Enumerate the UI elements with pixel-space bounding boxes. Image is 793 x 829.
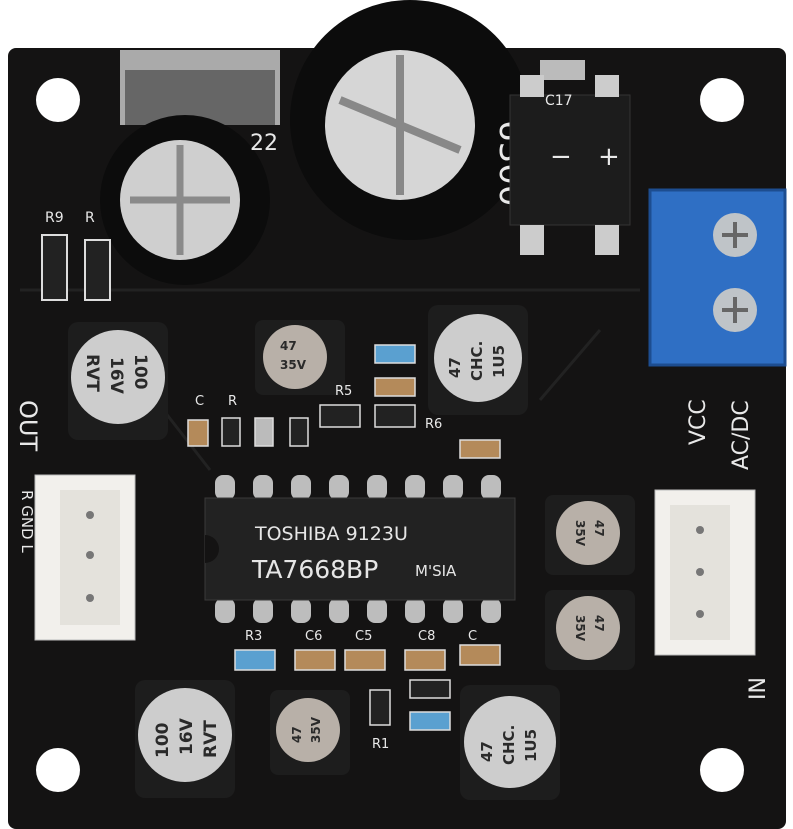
ic-pins: [215, 475, 501, 623]
label-r3: R3: [245, 629, 262, 644]
label-plus: +: [598, 142, 620, 172]
label-r: R: [85, 210, 95, 226]
capacitor-marking: 47: [592, 615, 606, 632]
label-r9: R9: [45, 210, 64, 226]
resistor: [84, 239, 111, 301]
label-c5: C5: [355, 629, 372, 644]
capacitor-47uf-bottom: 47 CHC. 1U5: [460, 685, 560, 800]
screw-terminal[interactable]: [648, 188, 787, 367]
label-r1: R1: [372, 737, 389, 752]
capacitor-marking: 1U5: [490, 345, 508, 378]
ic-ta7668bp: TOSHIBA 9123U TA7668BP M'SIA: [204, 497, 516, 601]
label-c: C: [195, 394, 204, 409]
label-acdc: AC/DC: [729, 400, 754, 470]
label-r: R: [228, 394, 237, 409]
output-connector[interactable]: [34, 474, 136, 641]
label-out: OUT: [14, 400, 42, 451]
capacitor-marking: 100: [130, 354, 150, 390]
label-c17: C17: [545, 93, 573, 109]
label-minus: −: [550, 142, 572, 172]
capacitor-marking: 1U5: [522, 729, 540, 762]
capacitor-small-2: 47 35V: [545, 495, 635, 575]
capacitor-small-4: 47 35V: [270, 690, 350, 775]
capacitor-marking: 47: [290, 726, 304, 743]
capacitor-marking: 16V: [177, 717, 197, 755]
capacitor-marking: 47: [592, 520, 606, 537]
capacitor-marking: 35V: [573, 615, 587, 642]
capacitor-marking: 35V: [280, 358, 307, 372]
smd-components: [187, 344, 501, 731]
capacitor-marking: 35V: [573, 520, 587, 547]
input-connector[interactable]: [654, 489, 756, 656]
resistor: [41, 234, 68, 301]
capacitor-47uf-top: 47 CHC. 1U5: [428, 305, 528, 415]
ic-marking-line1: TOSHIBA 9123U: [254, 523, 408, 545]
label-out-pins: R GND L: [18, 490, 36, 553]
capacitor-marking: 16V: [106, 357, 126, 395]
label-c6: C6: [305, 629, 322, 644]
capacitor-100uf-left: 100 16V RVT: [68, 322, 168, 440]
capacitor-marking: CHC.: [500, 725, 518, 765]
voltage-regulator: [120, 50, 280, 125]
capacitor-marking: 22: [250, 131, 278, 156]
label-c: C: [468, 629, 477, 644]
capacitor-marking: 47: [280, 339, 297, 353]
capacitor-large-top: 6300: [290, 0, 531, 240]
ic-marking-line2: TA7668BP: [251, 555, 378, 584]
capacitor-marking: RVT: [201, 720, 221, 758]
bridge-rectifier: C17 + −: [509, 60, 631, 255]
label-r5: R5: [335, 384, 352, 399]
capacitor-100uf-bottom: 100 16V RVT: [135, 680, 235, 798]
label-in: IN: [746, 677, 771, 700]
capacitor-marking: RVT: [82, 354, 102, 392]
mounting-holes: [36, 78, 744, 792]
capacitor-marking: 100: [153, 722, 173, 758]
capacitor-marking: 47: [446, 357, 464, 378]
capacitor-marking: 47: [478, 741, 496, 762]
capacitor-marking: CHC.: [468, 341, 486, 381]
label-r6: R6: [425, 417, 442, 432]
capacitor-marking: 35V: [309, 716, 323, 743]
label-vcc: VCC: [686, 399, 711, 445]
label-c8: C8: [418, 629, 435, 644]
capacitor-medium-top: 22: [100, 115, 278, 285]
capacitor-small-1: 47 35V: [255, 320, 345, 395]
capacitor-small-3: 47 35V: [545, 590, 635, 670]
ic-marking-line3: M'SIA: [415, 562, 457, 580]
